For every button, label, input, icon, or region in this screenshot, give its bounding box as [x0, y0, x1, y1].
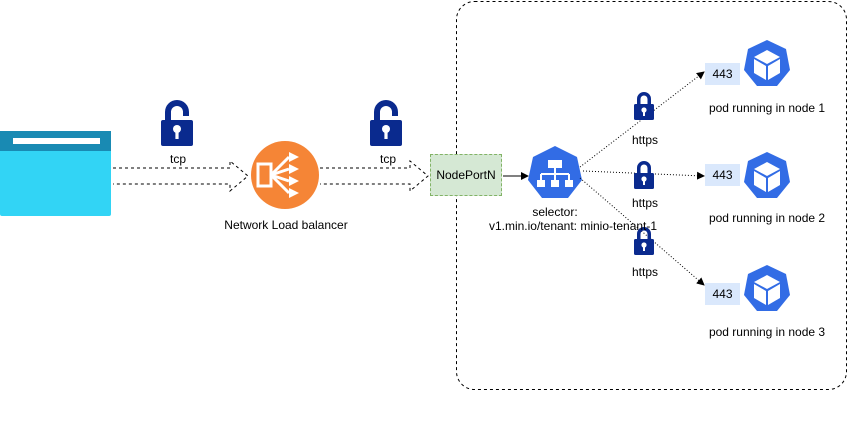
tcp-label-right: tcp [379, 152, 397, 166]
padlock-icon [161, 100, 193, 146]
padlock-icon [634, 92, 654, 120]
pod-cube-icon [744, 40, 790, 86]
pod-3-port: 443 [705, 283, 740, 305]
selector-value: v1.min.io/tenant: minio-tenant-1 [488, 219, 658, 233]
service-icon [528, 146, 582, 198]
tcp-arrow-left [113, 159, 249, 193]
nodeport-box: NodePortN [430, 154, 502, 196]
pod-2-port: 443 [705, 164, 740, 186]
load-balancer-icon [251, 141, 319, 209]
pod-cube-icon [744, 265, 790, 311]
browser-window-icon [0, 131, 111, 216]
tcp-arrow-right [320, 159, 429, 193]
service-to-pod-3-arrow [579, 177, 705, 286]
https-label-2: https [631, 196, 659, 210]
pod-3-label: pod running in node 3 [708, 325, 826, 339]
tcp-label-left: tcp [169, 152, 187, 166]
load-balancer-label: Network Load balancer [224, 218, 348, 232]
https-label-1: https [631, 133, 659, 147]
pod-1-port: 443 [705, 63, 740, 85]
pod-1-label: pod running in node 1 [708, 101, 826, 115]
pod-cube-icon [744, 152, 790, 198]
padlock-icon [370, 100, 402, 146]
selector-label: selector: [532, 205, 578, 219]
padlock-icon [634, 161, 654, 189]
pod-2-label: pod running in node 2 [708, 211, 826, 225]
https-label-3: https [631, 265, 659, 279]
